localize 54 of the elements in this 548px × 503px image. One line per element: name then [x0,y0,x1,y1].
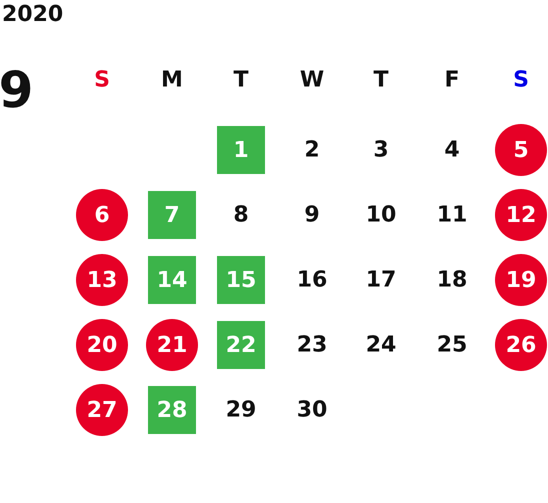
weekday-label: W [300,68,324,92]
holiday-circle [495,319,547,371]
highlighted-day-square [148,256,196,304]
highlighted-day-square [217,321,265,369]
holiday-circle [495,254,547,306]
month-number: 9 [0,61,34,119]
highlighted-day-square [148,191,196,239]
highlighted-day-square [217,126,265,174]
day-number: 30 [296,398,328,422]
day-number: 17 [366,268,396,292]
day-number: 21 [156,332,188,358]
day-number: 2 [304,138,320,162]
day-number: 24 [366,332,396,358]
weekday-label: S [94,68,110,92]
weekday-label: F [444,68,460,92]
day-number: 5 [513,138,529,162]
weekday-label: T [374,68,388,92]
day-number: 10 [366,202,396,228]
day-number: 6 [94,202,110,228]
holiday-circle [495,189,547,241]
day-number: 23 [296,332,328,358]
day-number: 16 [296,268,328,292]
day-number: 9 [304,202,320,228]
day-number: 4 [444,138,460,162]
holiday-circle [146,319,198,371]
day-number: 8 [233,202,249,228]
day-number: 13 [86,268,118,292]
highlighted-day-square [148,386,196,434]
day-number: 14 [156,268,188,292]
highlighted-day-square [217,256,265,304]
holiday-circle [76,319,128,371]
day-number: 7 [164,202,180,228]
holiday-circle [76,189,128,241]
day-number: 3 [373,138,389,162]
year-heading: 2020 [1,1,64,27]
day-number: 27 [86,398,118,422]
day-number: 18 [436,268,468,292]
day-number: 22 [226,332,256,358]
weekday-label: T [234,68,248,92]
holiday-circle [76,254,128,306]
day-number: 29 [226,398,256,422]
holiday-circle [76,384,128,436]
weekday-label: M [161,68,183,92]
day-number: 1 [233,138,249,162]
holiday-circle [495,124,547,176]
day-number: 11 [436,202,468,228]
day-number: 26 [506,332,536,358]
day-number: 15 [226,268,256,292]
weekday-label: S [513,68,529,92]
day-number: 20 [86,332,118,358]
day-number: 25 [436,332,468,358]
day-number: 28 [156,398,188,422]
day-number: 12 [506,202,536,228]
day-number: 19 [506,268,536,292]
